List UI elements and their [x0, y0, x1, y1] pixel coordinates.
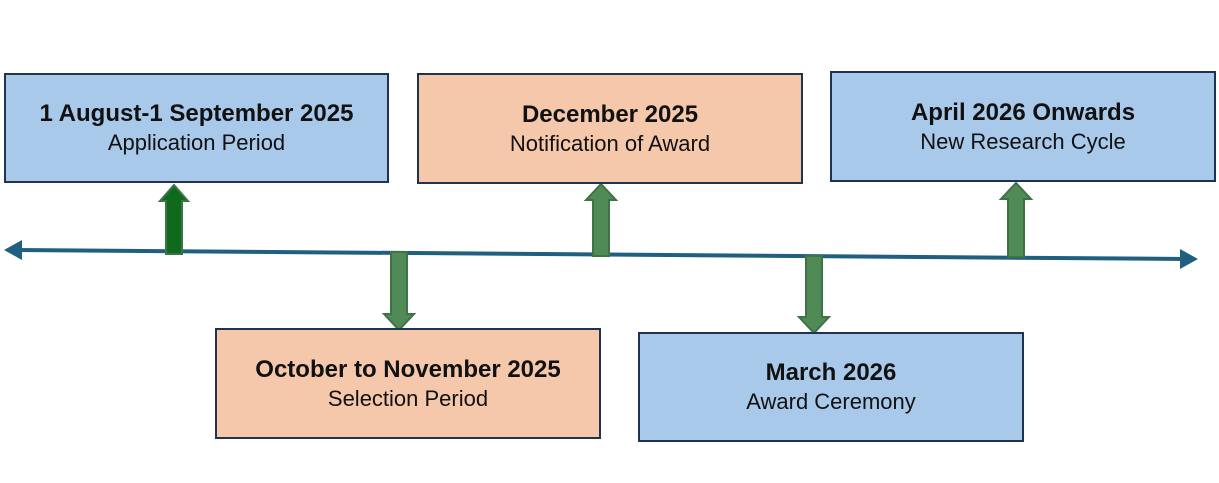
event-label: Award Ceremony	[746, 389, 916, 414]
event-date: March 2026	[765, 359, 897, 386]
event-label: Selection Period	[327, 385, 489, 411]
down-arrow-award-ceremony	[796, 255, 832, 335]
event-box-award-ceremony: March 2026 Award Ceremony	[638, 332, 1024, 442]
timeline-left-arrowhead	[4, 240, 22, 260]
up-arrow-notification-of-award	[583, 182, 619, 257]
up-arrow-new-research-cycle	[998, 181, 1034, 258]
event-label: Application Period	[107, 130, 286, 155]
timeline-right-arrowhead	[1180, 249, 1198, 269]
event-date: 1 August-1 September 2025	[39, 100, 354, 127]
event-date: April 2026 Onwards	[910, 98, 1136, 126]
event-box-selection-period: October to November 2025 Selection Perio…	[215, 328, 601, 439]
event-box-new-research-cycle: April 2026 Onwards New Research Cycle	[830, 71, 1216, 182]
up-arrow-application-period	[157, 183, 191, 255]
event-label: Notification of Award	[509, 130, 711, 156]
event-date: October to November 2025	[255, 355, 561, 383]
event-date: December 2025	[521, 100, 699, 128]
event-box-application-period: 1 August-1 September 2025 Application Pe…	[4, 73, 389, 183]
down-arrow-selection-period	[381, 251, 417, 332]
event-box-notification-of-award: December 2025 Notification of Award	[417, 73, 803, 184]
event-label: New Research Cycle	[920, 128, 1126, 154]
